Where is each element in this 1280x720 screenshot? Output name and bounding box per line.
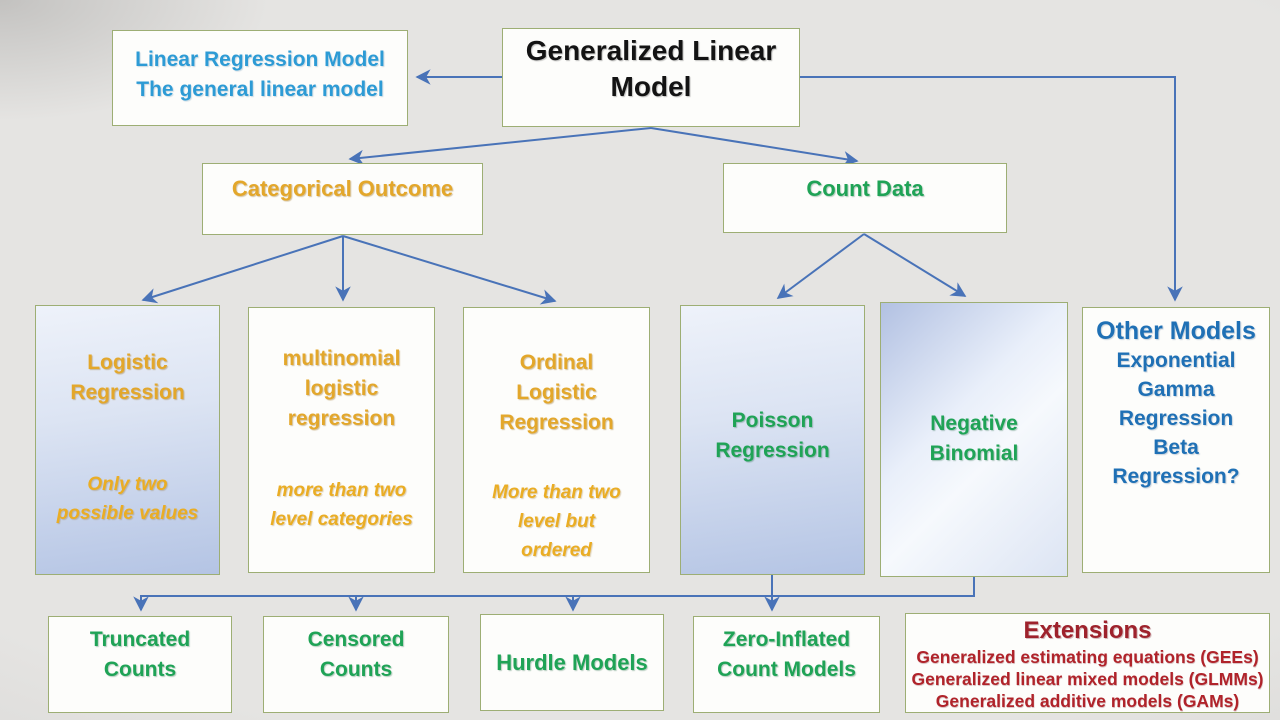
node-label: Linear Regression Model The general line… [135,48,385,101]
node-label: Truncated Counts [89,628,191,681]
node-hurdle-models: Hurdle Models [480,614,664,711]
connector-count-to-negative-binomial [863,233,967,297]
node-subtitle: More than two level but ordered [492,482,621,561]
node-ordinal-logistic-regression: Ordinal Logistic Regression More than tw… [463,307,650,573]
node-other-models: Other Models Exponential Gamma Regressio… [1082,307,1270,573]
extensions-line: Generalized additive models (GAMs) [935,691,1240,711]
connector-count-to-poisson [776,233,865,299]
node-linear-regression-model: Linear Regression Model The general line… [112,30,408,126]
node-negative-binomial: Negative Binomial [880,302,1068,577]
other-models-line: Regression [1118,407,1234,430]
connector-glm-to-categorical [348,127,652,166]
node-label: Extensions [1023,617,1152,644]
node-extensions: Extensions Generalized estimating equati… [905,613,1270,713]
node-label: Generalized Linear Model [525,35,777,102]
extensions-line: Generalized linear mixed models (GLMMs) [911,669,1264,689]
node-categorical-outcome: Categorical Outcome [202,163,483,235]
node-poisson-regression: Poisson Regression [680,305,865,575]
node-label: Categorical Outcome [231,176,454,201]
node-label: Logistic Regression [70,351,185,404]
node-censored-counts: Censored Counts [263,616,449,713]
node-subtitle: more than two level categories [270,480,413,530]
node-label: Hurdle Models [496,650,648,675]
connector-categorical-to-logistic [141,235,344,304]
node-label: Ordinal Logistic Regression [499,351,614,434]
node-truncated-counts: Truncated Counts [48,616,232,713]
node-label: Censored Counts [307,628,405,681]
extensions-line: Generalized estimating equations (GEEs) [916,647,1259,667]
node-generalized-linear-model: Generalized Linear Model [502,28,800,127]
node-label: Count Data [806,176,924,201]
node-subtitle: Only two possible values [56,474,199,524]
node-logistic-regression: Logistic Regression Only two possible va… [35,305,220,575]
node-label: multinomial logistic regression [282,347,401,430]
other-models-line: Regression? [1112,465,1240,488]
other-models-line: Beta [1153,436,1199,459]
node-multinomial-logistic-regression: multinomial logistic regression more tha… [248,307,435,573]
connector-negbin-to-truncated [133,577,975,612]
connector-categorical-to-ordinal [342,235,557,305]
other-models-line: Exponential [1116,349,1236,372]
node-zero-inflated-count-models: Zero-Inflated Count Models [693,616,880,713]
node-label: Zero-Inflated Count Models [717,628,856,681]
node-label: Poisson Regression [715,409,830,462]
node-label: Other Models [1096,317,1256,345]
node-count-data: Count Data [723,163,1007,233]
node-label: Negative Binomial [929,412,1019,465]
other-models-line: Gamma [1137,378,1215,401]
connector-glm-to-count-data [650,127,859,167]
connector-glm-to-other-models [800,76,1183,302]
